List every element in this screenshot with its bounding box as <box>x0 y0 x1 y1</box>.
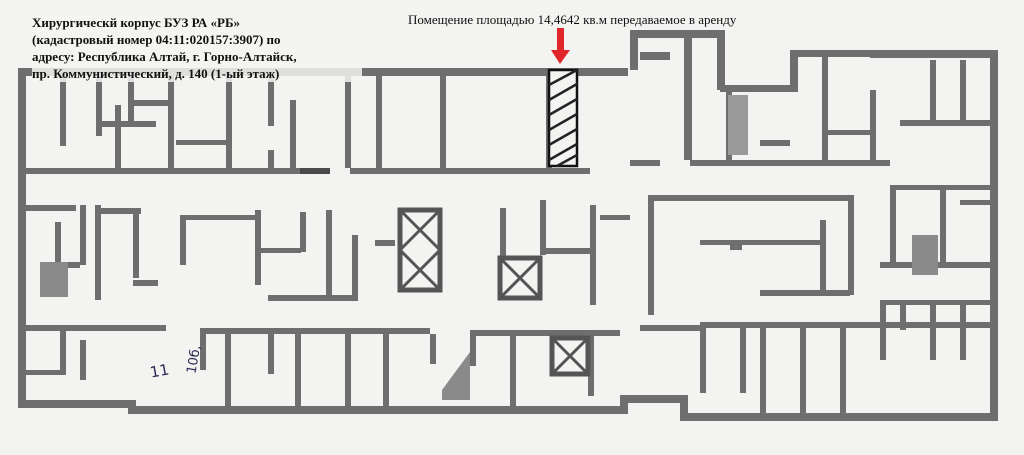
building-caption: Хирургическй корпус БУЗ РА «РБ» (кадастр… <box>32 14 362 82</box>
staircases <box>40 95 938 400</box>
lower-rooms <box>26 300 990 413</box>
caption-line-3: адресу: Республика Алтай, г. Горно-Алтай… <box>32 49 297 64</box>
elevator-shafts <box>397 207 591 377</box>
upper-rooms <box>60 38 990 168</box>
middle-rooms <box>26 185 990 315</box>
leased-room <box>547 68 579 168</box>
caption-line-4: пр. Коммунистический, д. 140 (1-ый этаж) <box>32 66 280 81</box>
handwritten-mark-1: 11 <box>148 360 171 382</box>
corridor-walls <box>26 160 990 336</box>
leased-area-label: Помещение площадью 14,4642 кв.м передава… <box>408 12 737 27</box>
caption-line-2: (кадастровый номер 04:11:020157:3907) по <box>32 32 281 47</box>
red-arrow-icon <box>551 28 570 64</box>
caption-line-1: Хирургическй корпус БУЗ РА «РБ» <box>32 15 241 30</box>
